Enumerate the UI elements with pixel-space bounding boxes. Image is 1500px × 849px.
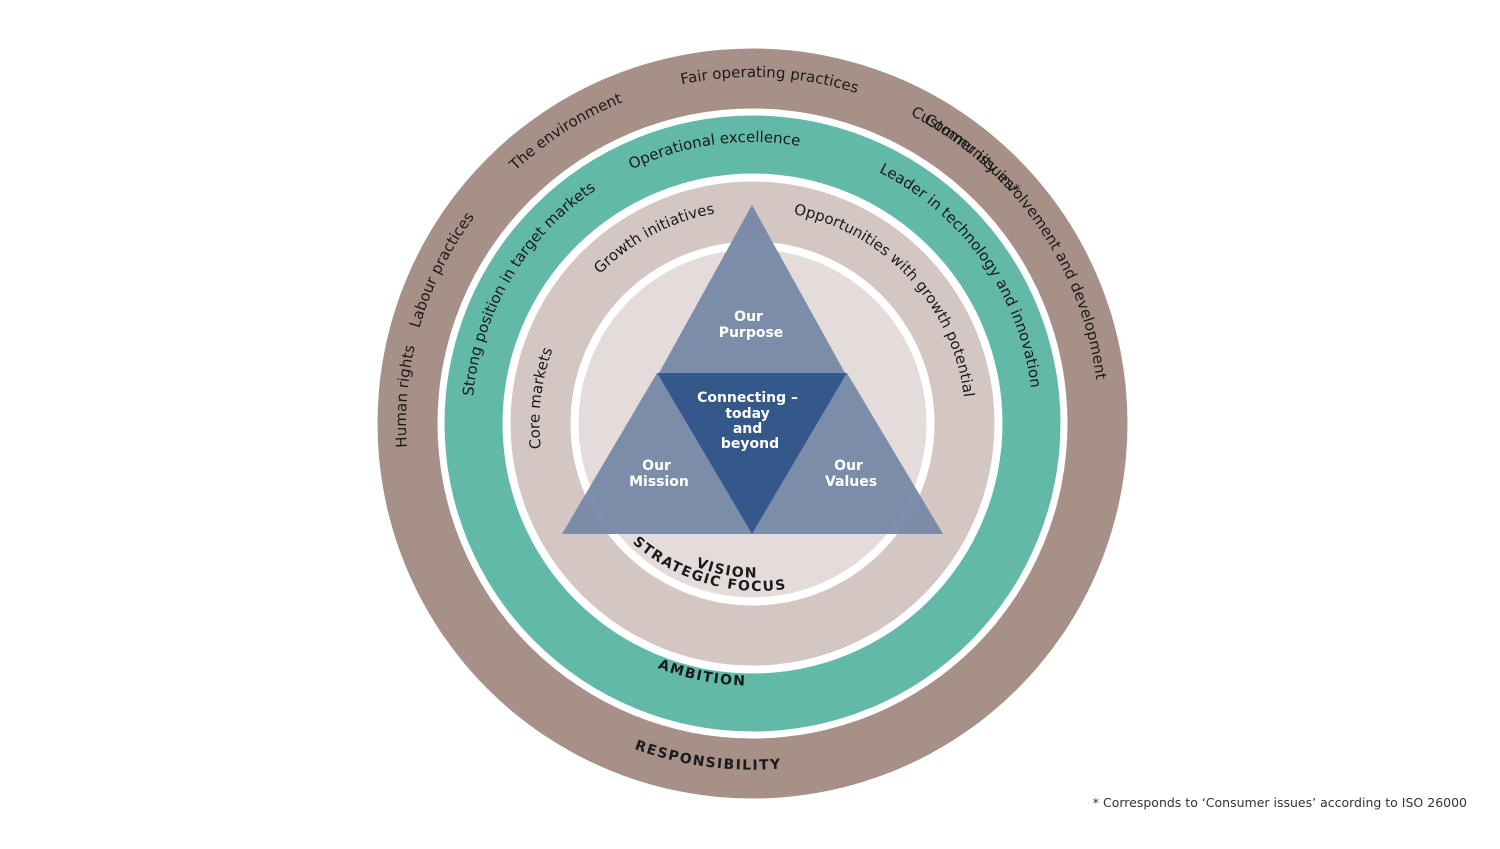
purpose-triangle [659, 205, 845, 373]
mission-triangle [562, 373, 752, 534]
mission-label: Our Mission [629, 458, 689, 490]
purpose-label: Our Purpose [719, 309, 784, 341]
center-triangle [657, 373, 847, 534]
footnote: * Corresponds to ‘Consumer issues’ accor… [1092, 795, 1467, 810]
center-label: Connecting – today and beyond [697, 390, 803, 452]
values-triangle [752, 373, 943, 534]
values-label: Our Values [825, 458, 877, 490]
